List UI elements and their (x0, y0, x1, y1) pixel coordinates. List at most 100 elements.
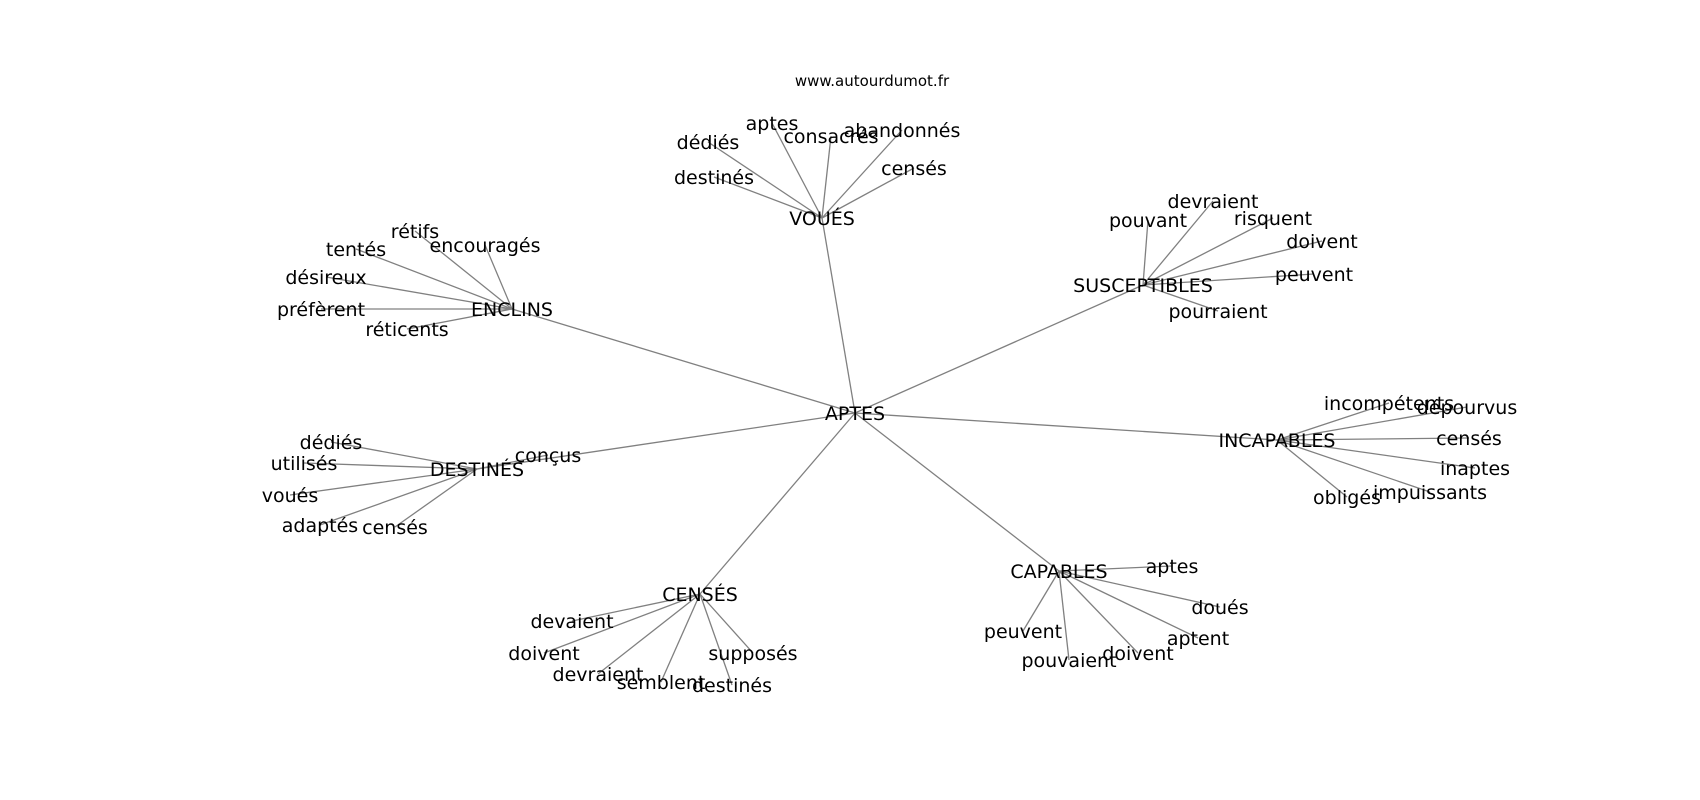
edge-hub-to-neighbor (325, 276, 513, 310)
neighbor-word: destinés (692, 675, 772, 697)
hub-word: SUSCEPTIBLES (1073, 275, 1213, 297)
edge-hub-to-neighbor (1058, 570, 1221, 608)
neighbor-word: conçus (515, 445, 582, 467)
neighbor-word: aptent (1167, 628, 1229, 650)
edge-hub-to-neighbor (1058, 565, 1173, 572)
edge-hub-to-neighbor (289, 468, 478, 496)
edge-hub-to-neighbor (660, 593, 701, 683)
neighbor-word: doivent (1286, 231, 1357, 253)
neighbor-word: rétifs (391, 221, 439, 243)
edge-hub-to-neighbor (414, 230, 513, 310)
neighbor-word: consacrés (783, 126, 878, 148)
neighbor-word: censés (362, 517, 428, 539)
edge-hub-to-neighbor (1058, 570, 1139, 654)
edge-hub-to-neighbor (1058, 570, 1070, 661)
edge-hub-to-neighbor (821, 167, 915, 219)
neighbor-word: doivent (508, 643, 579, 665)
neighbor-word: impuissants (1373, 482, 1487, 504)
neighbor-word: obligés (1313, 487, 1381, 509)
neighbor-word: destinés (674, 167, 754, 189)
hub-word: CENSÉS (662, 583, 738, 606)
neighbor-word: aptes (1146, 556, 1199, 578)
neighbor-word: abandonnés (844, 120, 961, 142)
neighbor-word: pouvaient (1021, 650, 1116, 672)
edge-hub-to-neighbor (1022, 570, 1060, 632)
edge-center-to-hub (511, 308, 856, 414)
edge-hub-to-neighbor (1142, 240, 1323, 286)
hub-word: VOUÉS (789, 207, 855, 230)
edge-hub-to-neighbor (476, 454, 549, 470)
edge-hub-to-neighbor (394, 468, 478, 528)
neighbor-word: voués (262, 485, 319, 507)
graph-edges (289, 122, 1476, 686)
center-word: APTES (825, 403, 885, 425)
edge-hub-to-neighbor (319, 468, 478, 526)
edge-center-to-hub (854, 412, 1278, 441)
edge-hub-to-neighbor (821, 129, 903, 219)
neighbor-word: doivent (1102, 643, 1173, 665)
edge-hub-to-neighbor (1276, 402, 1390, 441)
edge-hub-to-neighbor (330, 441, 478, 470)
neighbor-word: pourraient (1168, 301, 1267, 323)
edge-hub-to-neighbor (543, 593, 701, 654)
neighbor-word: censés (881, 158, 947, 180)
edge-hub-to-neighbor (707, 141, 823, 219)
neighbor-word: censés (1436, 428, 1502, 450)
edge-hub-to-neighbor (1142, 219, 1149, 286)
edge-hub-to-neighbor (699, 593, 733, 686)
hub-word: DESTINÉS (430, 458, 524, 481)
hub-word: CAPABLES (1010, 561, 1107, 583)
hub-word: ENCLINS (471, 299, 553, 321)
neighbor-word: doués (1191, 597, 1248, 619)
edge-hub-to-neighbor (355, 248, 513, 310)
edge-hub-to-neighbor (1276, 439, 1431, 493)
edge-hub-to-neighbor (1142, 217, 1274, 286)
graph-labels: dédiésaptesconsacrésabandonnéscensésdest… (262, 113, 1517, 697)
neighbor-word: préfèrent (277, 299, 365, 321)
edge-center-to-hub (854, 284, 1144, 414)
edge-hub-to-neighbor (571, 593, 701, 622)
neighbor-word: réticents (365, 319, 448, 341)
neighbor-word: devraient (553, 664, 644, 686)
neighbor-word: dédiés (300, 432, 363, 454)
edge-hub-to-neighbor (699, 593, 754, 654)
neighbor-word: inaptes (1440, 458, 1510, 480)
edge-hub-to-neighbor (1142, 284, 1219, 312)
neighbor-word: aptes (746, 113, 799, 135)
neighbor-word: semblent (617, 672, 706, 694)
neighbor-word: peuvent (1275, 264, 1353, 286)
edge-center-to-hub (476, 412, 856, 470)
source-watermark: www.autourdumot.fr (795, 72, 950, 90)
neighbor-word: tentés (326, 239, 386, 261)
neighbor-word: incompétents (1324, 393, 1454, 415)
edge-center-to-hub (821, 217, 856, 414)
edge-hub-to-neighbor (1142, 273, 1315, 286)
edge-hub-to-neighbor (1276, 437, 1470, 441)
edge-hub-to-neighbor (406, 308, 513, 330)
neighbor-word: encouragés (430, 235, 541, 257)
edge-hub-to-neighbor (1058, 570, 1199, 639)
neighbor-word: risquent (1234, 208, 1312, 230)
neighbor-word: dépourvus (1417, 397, 1517, 419)
edge-hub-to-neighbor (484, 244, 513, 310)
neighbor-word: adaptés (282, 515, 358, 537)
edge-hub-to-neighbor (303, 462, 478, 470)
neighbor-word: pouvant (1109, 210, 1187, 232)
edge-hub-to-neighbor (771, 122, 823, 219)
neighbor-word: dédiés (677, 132, 740, 154)
neighbor-word: utilisés (271, 453, 338, 475)
neighbor-word: peuvent (984, 621, 1062, 643)
edge-hub-to-neighbor (821, 135, 832, 219)
edge-hub-to-neighbor (713, 176, 823, 219)
neighbor-word: désireux (285, 267, 366, 289)
neighbor-word: devaient (530, 611, 613, 633)
neighbor-word: devraient (1168, 191, 1259, 213)
edge-hub-to-neighbor (597, 593, 701, 675)
edge-center-to-hub (699, 412, 856, 595)
neighbor-word: supposés (708, 643, 797, 665)
edge-center-to-hub (854, 412, 1060, 572)
edge-hub-to-neighbor (1276, 439, 1476, 469)
edge-hub-to-neighbor (1276, 439, 1348, 498)
edge-hub-to-neighbor (1142, 200, 1214, 286)
